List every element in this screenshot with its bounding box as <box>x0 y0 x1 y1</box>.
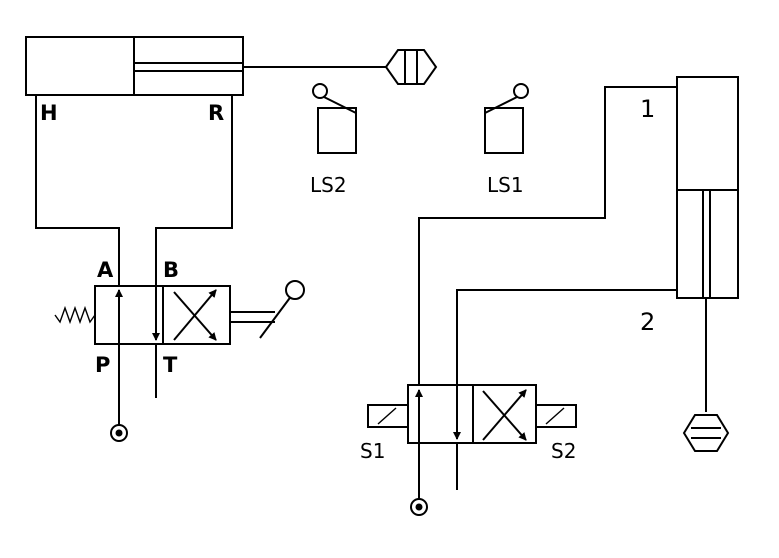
hanging-load-icon <box>682 414 730 452</box>
solenoid-directional-valve <box>367 384 577 444</box>
port-h-label: H <box>40 101 58 125</box>
cross-arrow-2 <box>173 289 217 341</box>
vertical-cylinder <box>676 76 739 412</box>
pressure-source-icon-left <box>110 424 128 442</box>
port-a-label: A <box>97 258 114 282</box>
spring-icon <box>54 305 96 325</box>
horizontal-cylinder <box>25 36 386 96</box>
s2-label: S2 <box>551 439 576 463</box>
line-port1-to-valve <box>418 86 677 385</box>
line-r-to-b <box>155 95 233 258</box>
port-2-label: 2 <box>640 308 655 336</box>
limit-switch-ls2 <box>312 83 357 154</box>
ls1-roller-icon <box>513 83 529 99</box>
ls2-roller-icon <box>312 83 328 99</box>
lever-knob-icon <box>285 280 305 300</box>
port-p-label: P <box>95 353 110 377</box>
line-h-to-a <box>35 95 120 258</box>
port-r-label: R <box>208 101 224 125</box>
vertical-cylinder-barrel <box>676 76 739 299</box>
pressure-source-icon-right <box>410 498 428 516</box>
port-t-label: T <box>163 353 178 377</box>
solenoid-s1-icon <box>367 404 409 428</box>
limit-switch-ls1 <box>484 83 529 154</box>
port-b-label: B <box>163 258 179 282</box>
rod-end-load-icon <box>384 49 438 85</box>
ls1-label: LS1 <box>487 173 524 197</box>
s1-label: S1 <box>360 439 385 463</box>
solenoid-s2-icon <box>535 404 577 428</box>
manual-directional-valve <box>54 258 305 345</box>
port-1-label: 1 <box>640 95 655 123</box>
line-port2-to-valve <box>456 289 677 385</box>
ls2-label: LS2 <box>310 173 347 197</box>
